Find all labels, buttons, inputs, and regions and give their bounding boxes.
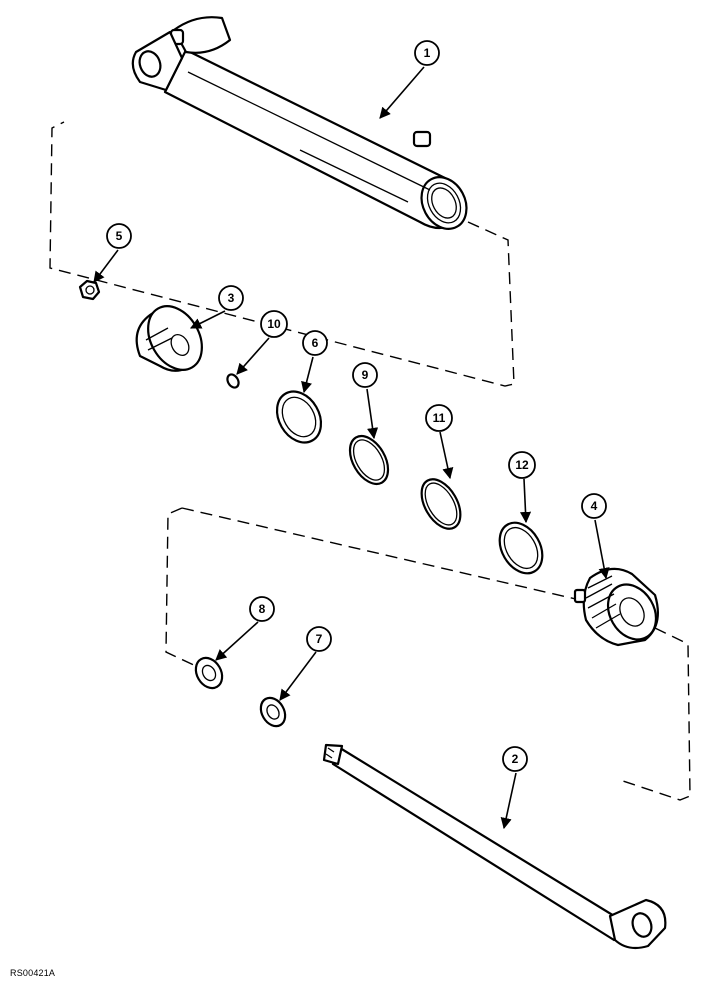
callout-10: 10 [260,310,288,338]
callout-9-label: 9 [362,368,369,382]
assembly-guide-lower [165,507,201,669]
callout-6: 6 [302,330,328,356]
callout-1-label: 1 [424,46,431,60]
callout-11-label: 11 [433,411,446,425]
rod-seal [259,696,287,728]
o-ring-11 [420,478,462,530]
callout-4-label: 4 [591,499,598,513]
callout-3-label: 3 [228,291,235,305]
callout-5: 5 [106,223,132,249]
ring-12 [498,521,544,575]
assembly-guide-upper [49,121,515,387]
callout-12-label: 12 [515,458,529,472]
figure-reference-code: RS00421A [10,968,56,978]
callout-5-label: 5 [116,229,123,243]
small-o-ring [226,373,240,389]
cylinder-barrel [131,16,468,230]
callout-1: 1 [414,40,440,66]
callout-4: 4 [581,493,607,519]
callout-8: 8 [249,596,275,622]
callout-7: 7 [306,626,332,652]
callout-10-label: 10 [267,317,281,331]
callout-11: 11 [425,404,453,432]
callout-6-label: 6 [312,336,319,350]
wiper-seal [194,656,224,690]
callout-8-label: 8 [259,602,266,616]
callout-2-label: 2 [512,752,519,766]
callout-2: 2 [502,746,528,772]
o-ring-9 [348,435,390,485]
callout-7-label: 7 [316,632,323,646]
piston-rod [322,743,667,950]
nut [78,279,101,301]
leader-lines [93,66,610,830]
callout-12: 12 [508,451,536,479]
callout-3: 3 [218,285,244,311]
assembly-guide-lower-right [181,507,691,801]
ring-6 [275,390,323,444]
gland [573,567,659,647]
piston [135,305,203,372]
callout-9: 9 [352,362,378,388]
